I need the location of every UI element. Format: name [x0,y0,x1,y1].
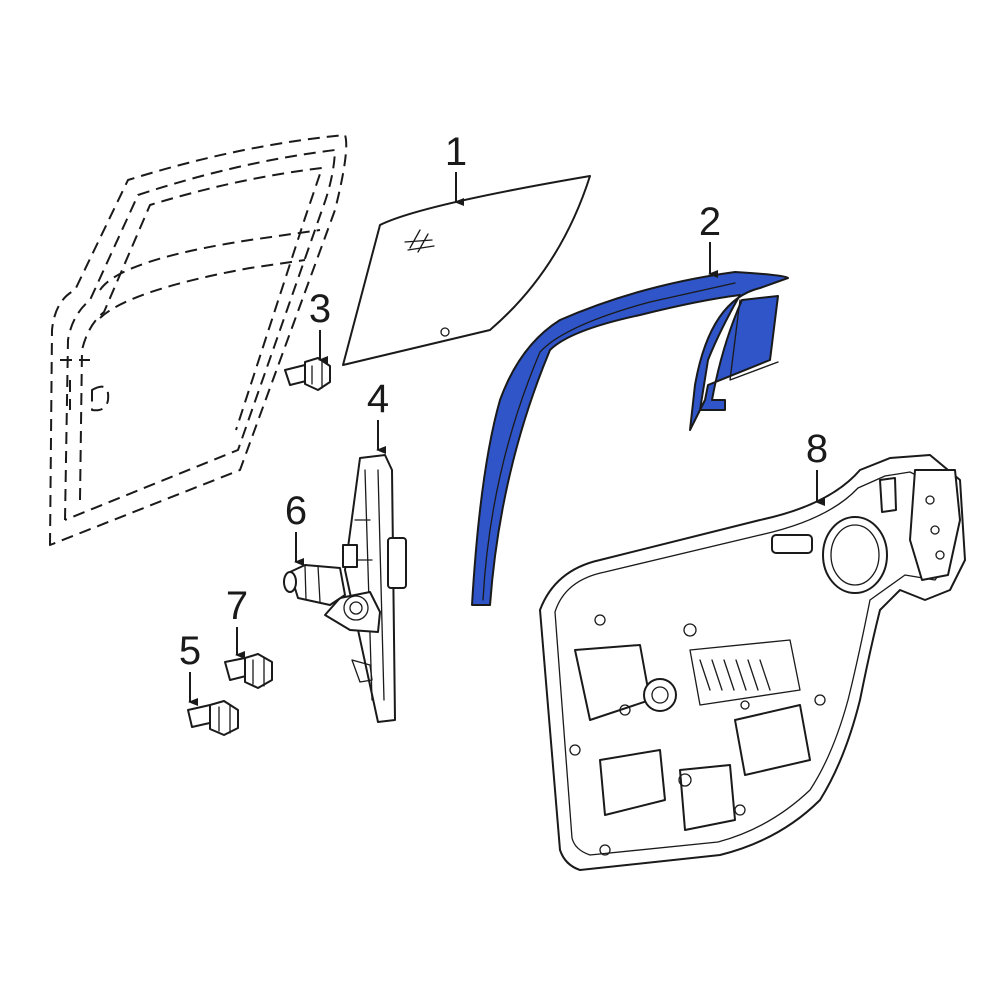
bolt-part-7[interactable] [224,653,273,689]
callout-2: 2 [699,200,721,244]
callout-6: 6 [285,489,307,533]
callout-7: 7 [226,584,248,628]
callout-5: 5 [179,629,201,673]
callout-3: 3 [309,287,331,331]
door-carrier-panel[interactable] [539,454,966,871]
callout-1: 1 [445,130,467,174]
door-outline-phantom [49,134,348,546]
bolt-part-5[interactable] [187,700,239,736]
callout-8: 8 [806,427,828,471]
window-regulator[interactable] [324,454,407,723]
door-glass[interactable] [342,175,591,366]
glass-run-channel[interactable] [471,271,789,606]
callout-labels: 1 2 3 4 5 6 7 8 [179,130,828,673]
window-motor[interactable] [283,544,358,606]
callout-arrows [188,172,825,706]
bolt-part-3[interactable] [284,357,331,391]
callout-4: 4 [367,377,389,421]
